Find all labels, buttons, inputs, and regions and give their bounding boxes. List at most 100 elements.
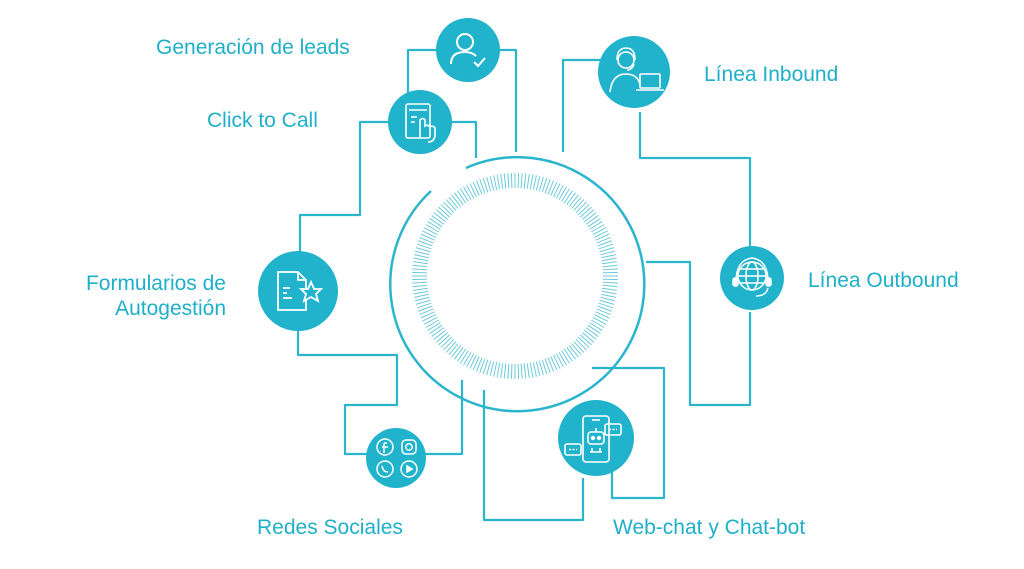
central-ring-ticks xyxy=(412,173,618,379)
ring-tick xyxy=(585,215,599,225)
ring-tick xyxy=(563,348,574,362)
ring-tick xyxy=(418,240,433,247)
ring-tick xyxy=(427,322,441,332)
ring-tick xyxy=(595,233,610,241)
ring-tick xyxy=(438,206,450,218)
ring-tick xyxy=(503,363,507,379)
ring-tick xyxy=(585,327,599,337)
click-to-call-node xyxy=(388,90,452,154)
ring-tick xyxy=(493,361,498,377)
ring-tick xyxy=(486,176,492,192)
ring-tick xyxy=(412,261,428,265)
ring-tick xyxy=(423,227,438,236)
ring-tick xyxy=(419,236,434,244)
ring-tick xyxy=(466,184,475,199)
ring-tick xyxy=(415,299,431,305)
connector-formularios xyxy=(296,330,399,456)
ring-tick xyxy=(529,362,534,378)
ring-tick xyxy=(589,322,603,332)
ring-tick xyxy=(469,183,477,198)
ring-tick xyxy=(587,217,601,228)
connector-lines xyxy=(296,48,752,522)
ring-tick xyxy=(541,177,548,193)
ring-tick xyxy=(532,361,537,377)
ring-tick xyxy=(582,209,595,220)
ring-tick xyxy=(601,257,617,262)
ring-tick xyxy=(482,359,489,375)
ring-tick xyxy=(489,361,495,377)
ring-tick xyxy=(523,173,527,189)
ring-tick xyxy=(425,319,440,328)
ring-tick xyxy=(575,338,587,351)
webchat-label: Web-chat y Chat-bot xyxy=(613,516,806,539)
ring-tick xyxy=(451,194,462,207)
ring-tick xyxy=(418,305,433,312)
ring-tick xyxy=(412,281,428,284)
ring-tick xyxy=(412,271,428,274)
ring-tick xyxy=(563,190,574,204)
ring-tick xyxy=(571,343,582,356)
ring-tick xyxy=(435,209,448,220)
ring-tick xyxy=(568,345,579,358)
ring-tick xyxy=(463,186,472,201)
ring-tick xyxy=(500,363,504,379)
ring-tick xyxy=(472,181,480,196)
webchat-node xyxy=(558,400,634,476)
connector-leads xyxy=(406,48,518,152)
ring-tick xyxy=(422,230,437,238)
ring-tick xyxy=(420,233,435,241)
ring-tick xyxy=(433,212,446,223)
ring-tick xyxy=(414,293,430,298)
ring-tick xyxy=(532,175,537,191)
ring-tick xyxy=(580,334,592,346)
ring-tick xyxy=(451,345,462,358)
ring-tick xyxy=(566,192,576,206)
ring-tick xyxy=(587,324,601,335)
ring-tick xyxy=(566,346,576,360)
ring-tick xyxy=(600,293,616,298)
ring-tick xyxy=(412,284,428,288)
ring-tick xyxy=(547,180,555,195)
instagram-icon xyxy=(401,439,417,455)
ring-tick xyxy=(592,316,607,325)
ring-tick xyxy=(547,357,555,372)
ring-tick xyxy=(558,351,567,366)
ring-tick xyxy=(517,173,520,189)
inbound-node xyxy=(598,36,670,108)
ring-tick xyxy=(544,179,551,194)
ring-tick xyxy=(438,334,450,346)
central-ring xyxy=(389,155,646,413)
ring-tick xyxy=(550,356,558,371)
ring-tick xyxy=(507,173,510,189)
document-star-icon xyxy=(277,271,324,311)
ring-tick xyxy=(573,341,585,353)
ring-tick xyxy=(493,175,498,191)
ring-tick xyxy=(413,257,429,262)
ring-tick xyxy=(584,329,597,340)
ring-tick xyxy=(414,296,430,302)
ring-tick xyxy=(590,319,605,328)
chatbot-phone-icon xyxy=(564,415,622,463)
ring-tick xyxy=(555,184,564,199)
ring-tick xyxy=(445,341,457,353)
ring-tick xyxy=(412,287,428,291)
ring-tick xyxy=(600,250,616,256)
ring-tick xyxy=(422,314,437,322)
ring-tick xyxy=(558,186,567,201)
ring-tick xyxy=(427,220,441,230)
ring-tick xyxy=(600,254,616,259)
ring-tick xyxy=(593,230,608,238)
outbound-node xyxy=(720,246,784,310)
ring-tick xyxy=(496,174,501,190)
ring-tick xyxy=(602,264,618,268)
ring-tick xyxy=(510,363,513,379)
ring-tick xyxy=(538,360,544,376)
ring-tick xyxy=(553,183,561,198)
ring-tick xyxy=(590,224,605,233)
ring-tick xyxy=(459,188,469,202)
ring-tick xyxy=(526,363,530,379)
ring-tick xyxy=(596,236,611,244)
ring-tick xyxy=(466,353,475,368)
ring-tick xyxy=(577,204,590,216)
